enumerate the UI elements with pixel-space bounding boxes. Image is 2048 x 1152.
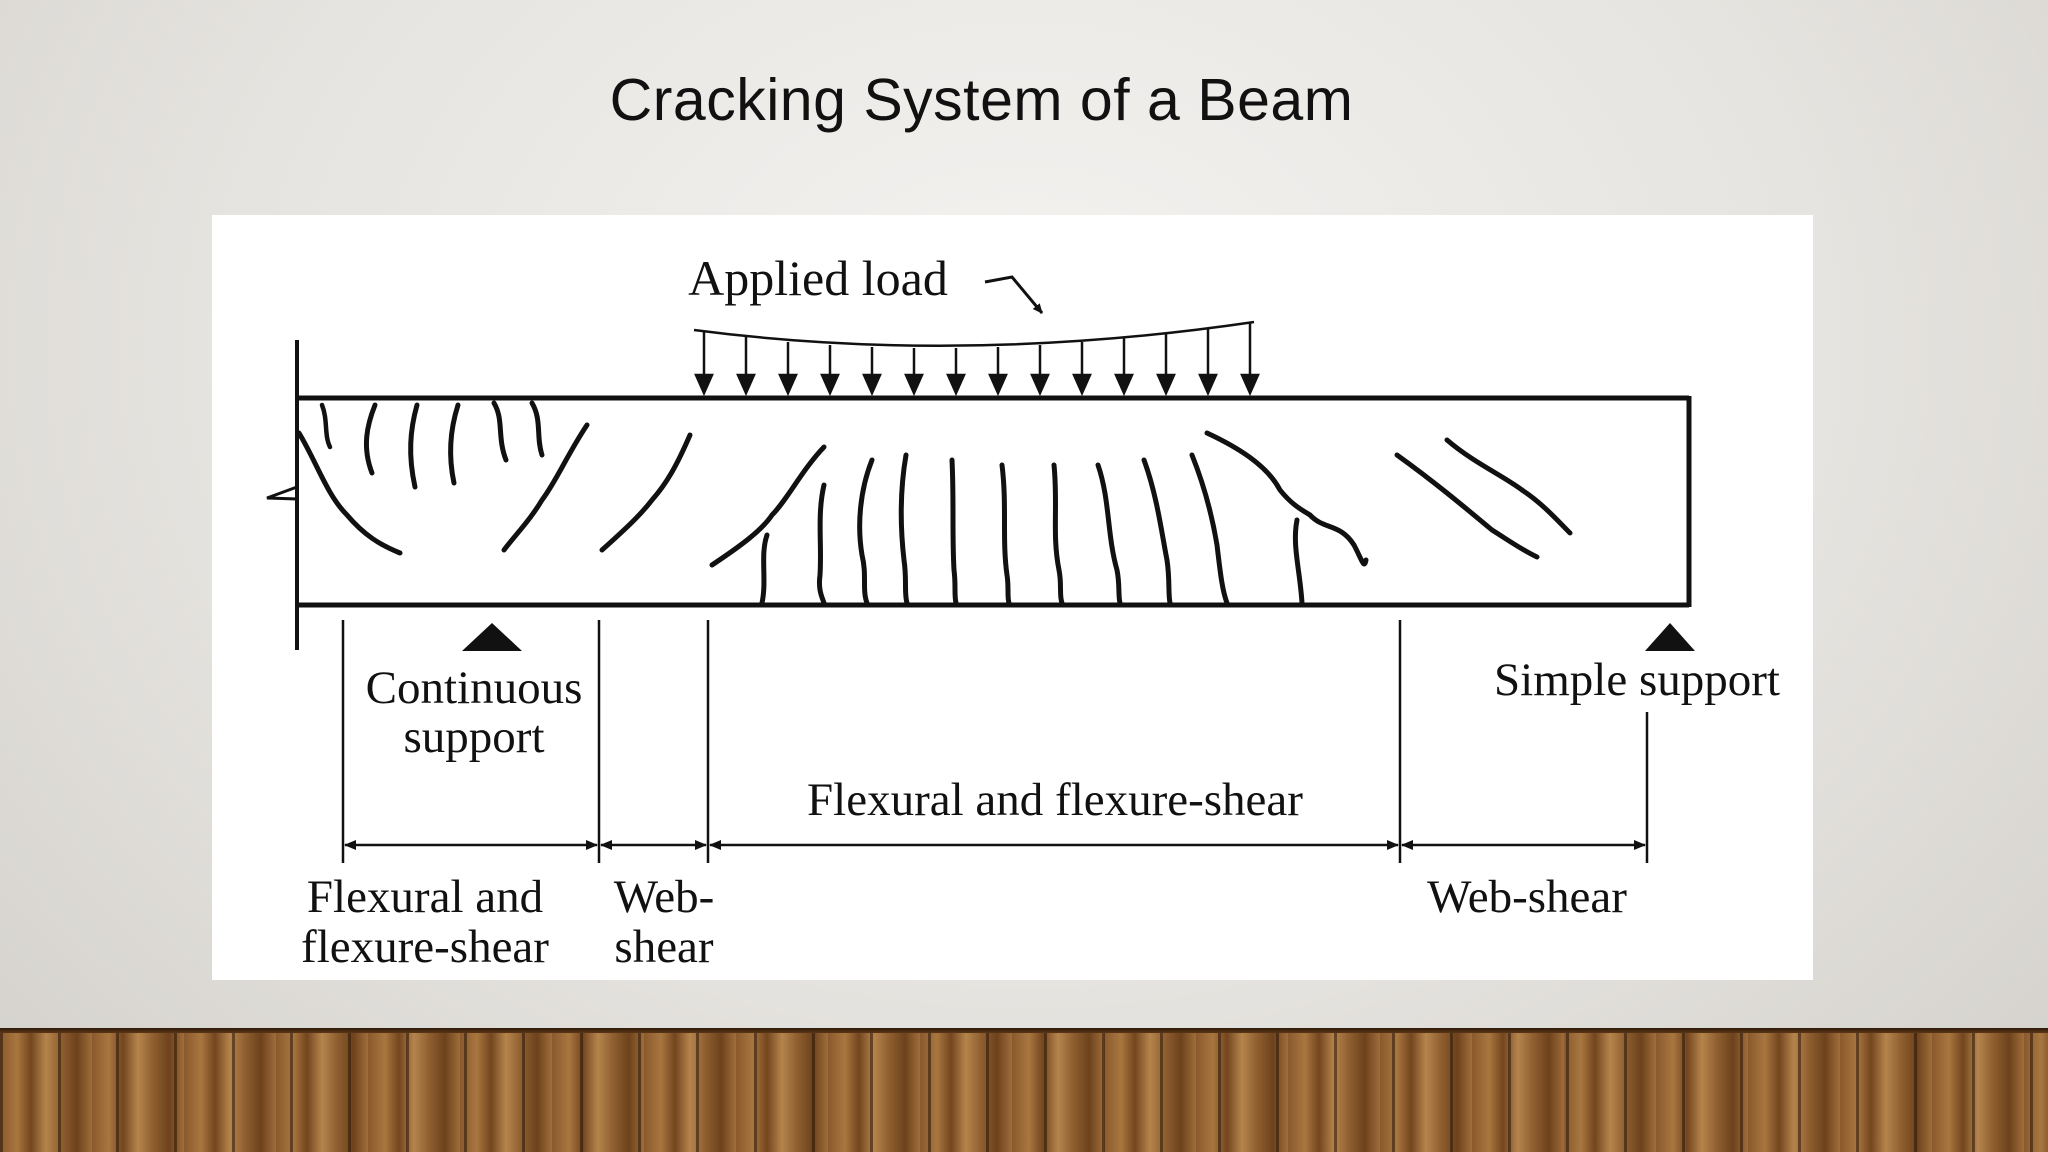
beam [266, 340, 1692, 650]
continuous-support-label-line1: Continuous [366, 662, 583, 714]
beam-figure: Applied load [212, 215, 1813, 980]
right-web-shear-label: Web-shear [1427, 871, 1627, 923]
continuous-support-label-line2: support [404, 711, 545, 763]
load-arrows [694, 323, 1260, 397]
left-web-shear-label-line1: Web- [614, 871, 715, 923]
applied-load: Applied load [688, 250, 1260, 397]
applied-load-label: Applied load [688, 250, 948, 306]
left-web-shear-label-line2: shear [614, 921, 714, 973]
break-symbol [266, 485, 299, 515]
cracks [296, 400, 1573, 606]
simple-support [1645, 623, 1695, 651]
left-flexural-zone-label-line2: flexure-shear [301, 921, 549, 973]
simple-support-label: Simple support [1494, 654, 1780, 706]
beam-diagram: Applied load [266, 250, 1780, 973]
middle-zone-label: Flexural and flexure-shear [807, 774, 1303, 826]
slide-title: Cracking System of a Beam [609, 67, 1354, 133]
zone-boundaries [341, 620, 1649, 863]
load-curve [693, 320, 1255, 347]
wood-floor [0, 1028, 2048, 1152]
continuous-support [462, 623, 522, 651]
load-pointer-arrow [984, 275, 1044, 314]
left-flexural-zone-label-line1: Flexural and [307, 871, 543, 923]
